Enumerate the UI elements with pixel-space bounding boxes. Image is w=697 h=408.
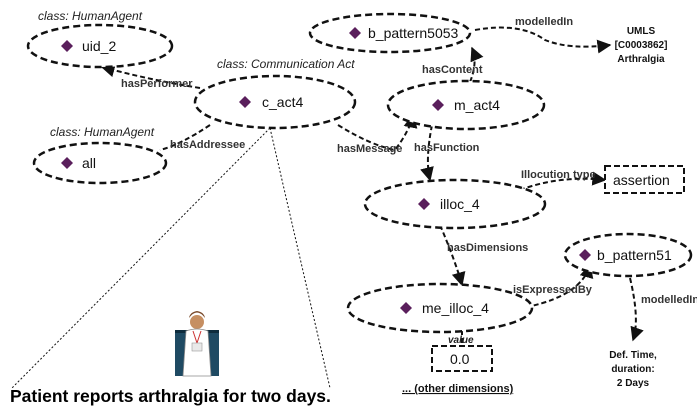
umls-line-1: UMLS (627, 26, 656, 37)
node-label-me-illoc-4: me_illoc_4 (422, 300, 489, 316)
time-info-line-3: 2 Days (617, 378, 650, 389)
edge-hasAddressee (159, 124, 211, 151)
edge-hasDimensions (439, 224, 466, 287)
edge-label-hasAddressee: hasAddressee (170, 139, 245, 151)
edge-hasMessage (337, 113, 418, 152)
edge-hasFunction (420, 124, 434, 182)
diamond-bullet-icon (239, 96, 251, 108)
time-info-line-2: duration: (611, 364, 654, 375)
edge-modelledIn-top (474, 26, 612, 54)
literal-assertion (604, 165, 685, 194)
node-label-c-act4: c_act4 (262, 94, 303, 110)
edge-label-value: value (448, 335, 474, 346)
diamond-bullet-icon (349, 27, 361, 39)
node-illoc-4 (363, 178, 547, 230)
node-b-pattern51 (563, 232, 693, 278)
node-me-illoc-4 (346, 282, 534, 334)
edge-modelledIn-bottom (629, 277, 644, 342)
speech-cone-left (11, 127, 271, 389)
umls-line-3: Arthralgia (617, 54, 665, 65)
node-uid-2 (26, 23, 174, 69)
doctor-figure-icon (175, 311, 219, 377)
edge-label-modelledIn-top: modelledIn (515, 16, 573, 28)
class-label-addressee: class: HumanAgent (50, 125, 155, 139)
literal-value (431, 345, 493, 372)
edge-hasContent (469, 46, 484, 83)
node-b-pattern5053 (308, 12, 472, 54)
diamond-bullet-icon (432, 99, 444, 111)
diamond-bullet-icon (418, 198, 430, 210)
node-all (32, 141, 168, 185)
node-c-act4 (193, 74, 357, 130)
node-label-illoc-4: illoc_4 (440, 196, 480, 212)
umls-line-2: [C0003862] (615, 40, 668, 51)
diamond-bullet-icon (400, 302, 412, 314)
node-label-m-act4: m_act4 (454, 97, 500, 113)
edge-label-modelledIn-bottom: modelledIn (641, 294, 697, 306)
node-label-all: all (82, 155, 96, 171)
edge-label-illocution-type: Illocution type (521, 169, 596, 181)
diamond-bullet-icon (61, 40, 73, 52)
node-label-assertion: assertion (613, 172, 670, 188)
edge-label-isExpressedBy: isExpressedBy (513, 284, 593, 296)
node-m-act4 (386, 79, 546, 131)
time-info-line-1: Def. Time, (609, 350, 657, 361)
node-label-uid-2: uid_2 (82, 38, 116, 54)
node-label-b-pattern51: b_pattern51 (597, 247, 672, 263)
other-dimensions-note: ... (other dimensions) (402, 383, 514, 395)
diamond-bullet-icon (61, 157, 73, 169)
edge-label-hasContent: hasContent (422, 64, 483, 76)
edge-label-hasMessage: hasMessage (337, 143, 402, 155)
speech-cone-right (269, 127, 331, 389)
edge-label-hasPerformer: hasPerformer (121, 78, 193, 90)
sentence-text: Patient reports arthralgia for two days. (10, 386, 331, 406)
node-label-b-pattern5053: b_pattern5053 (368, 25, 459, 41)
edge-label-hasFunction: hasFunction (414, 142, 480, 154)
node-label-value: 0.0 (450, 351, 470, 367)
edge-hasPerformer (100, 63, 201, 89)
edge-label-hasDimensions: hasDimensions (447, 242, 528, 254)
edge-illocution-type (519, 171, 607, 191)
class-label-comm-act: class: Communication Act (217, 57, 355, 71)
diamond-bullet-icon (579, 249, 591, 261)
class-label-uid: class: HumanAgent (38, 9, 143, 23)
